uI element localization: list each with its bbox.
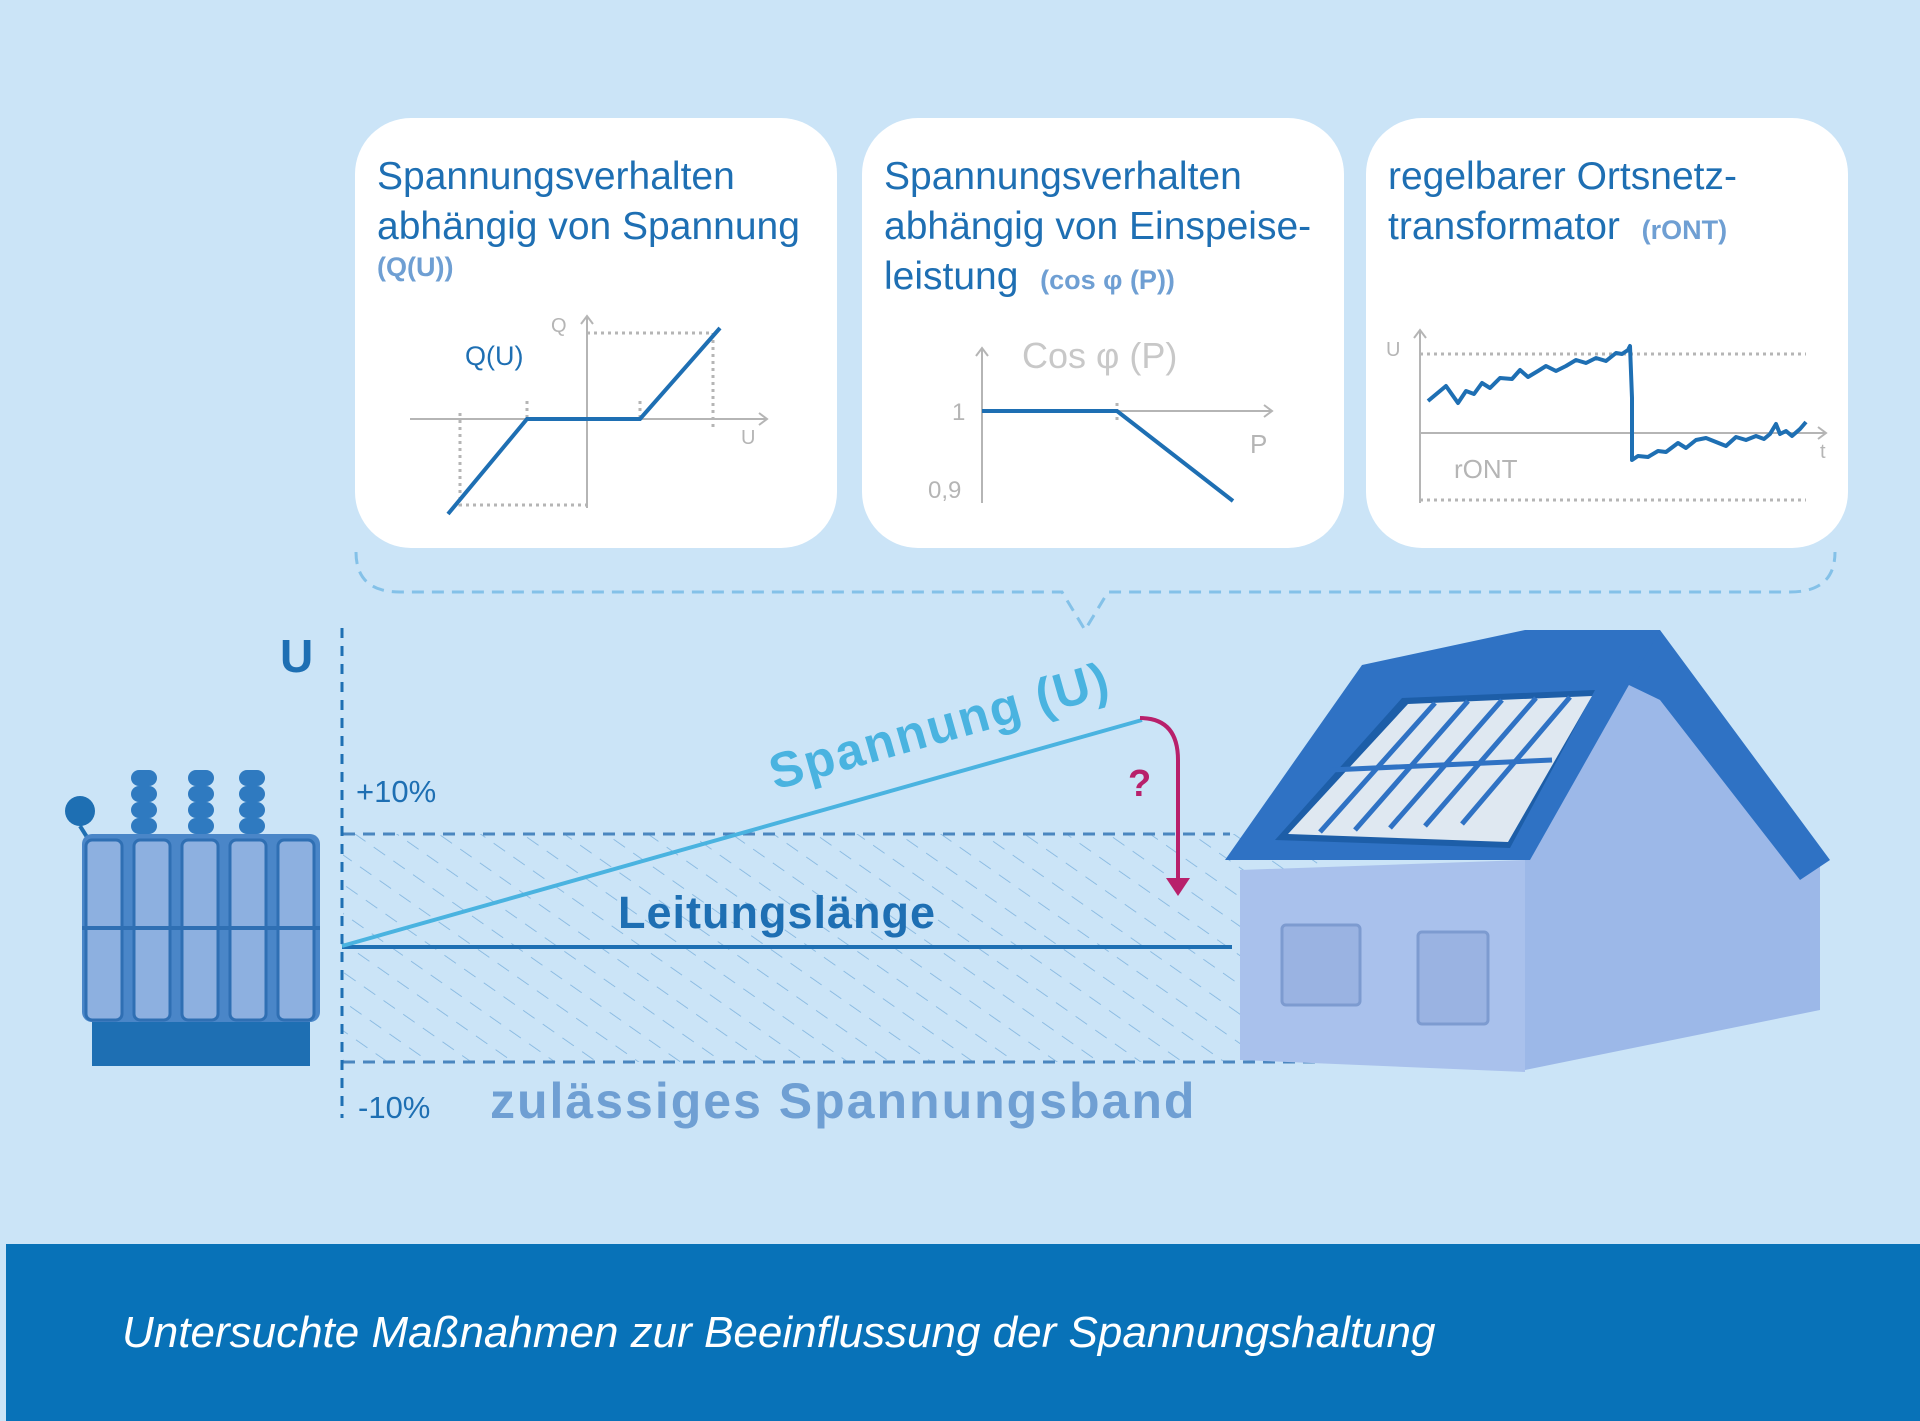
card-cos-phi-subtitle: (cos φ (P)) (1040, 265, 1175, 295)
cos-phi-curve (982, 409, 1235, 503)
cos-phi-axis-x-label: P (1250, 429, 1267, 459)
q-u-axis-y-label: Q (551, 315, 567, 337)
card-ront-subtitle: (rONT) (1641, 215, 1728, 245)
card-ront-title-line-1: regelbarer Ortsnetz- (1388, 155, 1737, 198)
ront-axis-x-label: t (1820, 441, 1826, 463)
card-q-u-title-line-2: abhängig von Spannung (377, 205, 800, 248)
card-q-u-subtitle: (Q(U)) (377, 252, 454, 282)
transformer-illustration (65, 770, 320, 1066)
q-u-label: Q(U) (465, 341, 523, 371)
cos-phi-tick-1: 1 (952, 399, 965, 426)
q-u-chart: Q(U) Q U (410, 314, 769, 516)
card-ront-title: regelbarer Ortsnetz- transformator (rONT… (1388, 152, 1832, 255)
voltage-line (341, 718, 1143, 948)
plus-10-label: +10% (356, 774, 436, 809)
card-cos-phi-title-line-1: Spannungsverhalten (884, 155, 1242, 198)
card-cos-phi-title: Spannungsverhalten abhängig von Einspeis… (884, 152, 1328, 305)
footer-caption: Untersuchte Maßnahmen zur Beeinflussung … (122, 1308, 1436, 1357)
voltage-diagram: U +10% -10% zulässiges Spannungsband Lei… (65, 551, 1837, 1129)
cos-phi-y-arrow (975, 346, 989, 357)
band-label: zulässiges Spannungsband (490, 1073, 1196, 1129)
cos-phi-tick-09: 0,9 (928, 477, 961, 504)
cos-phi-label: Cos φ (P) (1022, 335, 1177, 376)
ront-y-arrow (1413, 328, 1427, 339)
ront-signal (1426, 344, 1808, 462)
ront-axis-y-label: U (1386, 339, 1400, 361)
house-illustration (1225, 630, 1830, 1072)
q-u-guide-lower (458, 413, 587, 507)
correction-arrow (1139, 716, 1180, 880)
ront-x-arrow (1817, 426, 1828, 440)
card-cos-phi-title-line-3-wrap: leistung (cos φ (P)) (884, 252, 1328, 305)
ront-chart: U t rONT (1386, 328, 1828, 503)
correction-arrow-head (1166, 878, 1190, 896)
card-cos-phi-title-line-3: leistung (884, 255, 1019, 298)
q-u-curve (446, 326, 722, 516)
q-u-x-arrow (758, 412, 769, 426)
card-q-u-title: Spannungsverhalten abhängig von Spannung… (377, 152, 821, 282)
card-cos-phi-title-line-2: abhängig von Einspeise- (884, 205, 1312, 248)
card-ront-title-line-2-wrap: transformator (rONT) (1388, 202, 1832, 255)
card-ront-title-line-2: transformator (1388, 205, 1620, 248)
question-mark: ? (1128, 763, 1151, 805)
q-u-axis-x-label: U (741, 427, 755, 449)
cos-phi-chart: Cos φ (P) 1 0,9 P (928, 335, 1274, 504)
card-ront: regelbarer Ortsnetz- transformator (rONT… (1366, 118, 1848, 548)
q-u-y-arrow (580, 314, 594, 325)
card-q-u: Spannungsverhalten abhängig von Spannung… (355, 118, 837, 548)
card-cos-phi: Spannungsverhalten abhängig von Einspeis… (862, 118, 1344, 548)
line-length-label: Leitungslänge (618, 887, 936, 938)
minus-10-label: -10% (358, 1090, 430, 1125)
card-q-u-title-line-1: Spannungsverhalten (377, 155, 735, 198)
cos-phi-x-arrow (1263, 404, 1274, 418)
ront-label: rONT (1454, 454, 1518, 484)
cards-bracket (354, 551, 1837, 633)
u-axis-label: U (280, 630, 313, 682)
footer-bar: Untersuchte Maßnahmen zur Beeinflussung … (6, 1244, 1920, 1421)
